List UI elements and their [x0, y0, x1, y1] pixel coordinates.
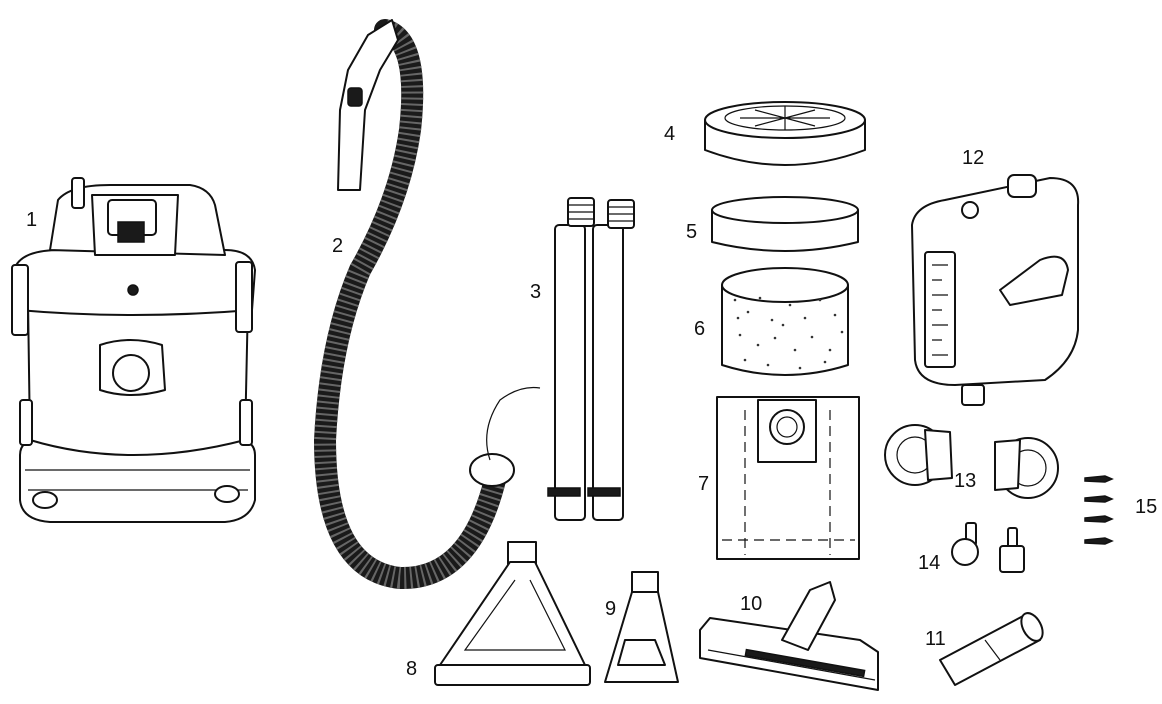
filter-cover-drawing: [704, 101, 866, 166]
part-label-15: 15: [1135, 496, 1157, 518]
part-label-6: 6: [694, 318, 705, 340]
part-label-12: 12: [962, 147, 984, 169]
part-label-13: 13: [954, 470, 976, 492]
part-label-10: 10: [740, 593, 762, 615]
part-label-8: 8: [406, 658, 417, 680]
part-label-5: 5: [686, 221, 697, 243]
wheels-drawing: [884, 424, 1059, 499]
hose-drawing: [313, 19, 541, 589]
part-label-14: 14: [918, 552, 940, 574]
extension-tubes-drawing: [547, 197, 635, 521]
vacuum-body-drawing: [11, 177, 256, 523]
part-label-9: 9: [605, 598, 616, 620]
part-label-2: 2: [332, 235, 343, 257]
water-tank-drawing: [911, 174, 1080, 406]
part-label-3: 3: [530, 281, 541, 303]
floor-nozzle-drawing: [434, 541, 591, 686]
foam-ring-drawing: [711, 196, 859, 252]
cartridge-filter-drawing: [721, 267, 849, 376]
screws-drawing: [1084, 475, 1114, 545]
part-label-1: 1: [26, 209, 37, 231]
part-label-7: 7: [698, 473, 709, 495]
part-label-4: 4: [664, 123, 675, 145]
floor-brush-drawing: [699, 581, 879, 691]
filter-bag-drawing: [716, 396, 860, 560]
part-label-11: 11: [925, 628, 946, 650]
casters-drawing: [951, 522, 1025, 573]
adapter-tube-drawing: [939, 612, 1044, 686]
crevice-nozzle-drawing: [604, 571, 679, 683]
